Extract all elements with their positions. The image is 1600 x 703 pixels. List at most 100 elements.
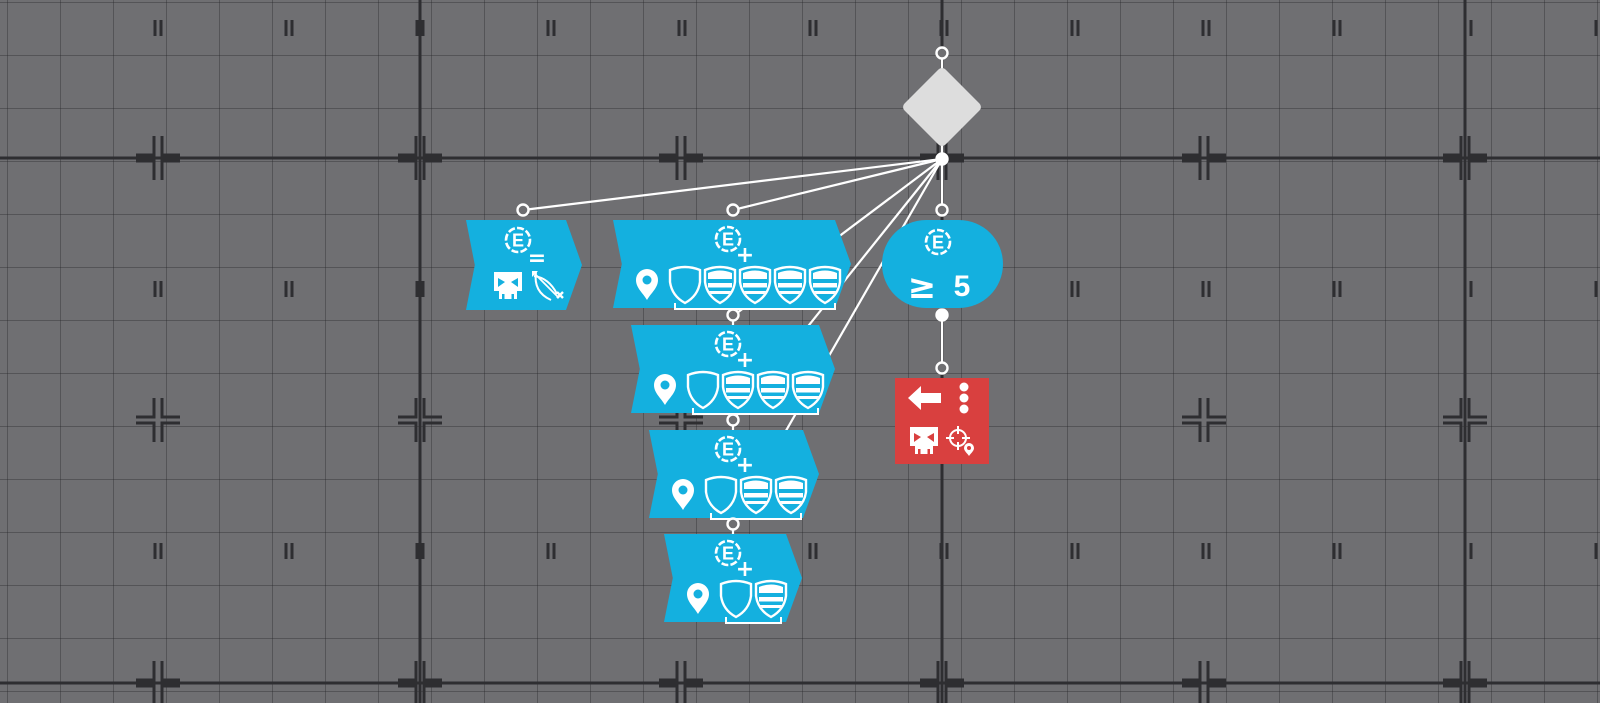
shield-striped-icon bbox=[791, 370, 825, 410]
grid-tick-marker bbox=[1201, 543, 1211, 559]
shield-striped-icon bbox=[754, 579, 788, 619]
grid-tick-marker bbox=[1201, 20, 1211, 36]
skull-icon bbox=[910, 427, 938, 454]
grid-tick-marker bbox=[546, 20, 556, 36]
crosshair-pin-icon bbox=[946, 426, 974, 456]
input-port[interactable] bbox=[935, 203, 949, 217]
enemy-badge-icon: E bbox=[714, 225, 742, 253]
grid-cross-marker bbox=[136, 398, 180, 442]
input-port[interactable] bbox=[726, 203, 740, 217]
input-port[interactable] bbox=[726, 413, 740, 427]
grid-tick-marker bbox=[1594, 20, 1598, 36]
comparator-symbol: ≥ bbox=[908, 267, 937, 307]
grid-tick-marker bbox=[153, 20, 163, 36]
red-action-node[interactable] bbox=[895, 378, 989, 464]
grid-tick-marker bbox=[1070, 20, 1080, 36]
condition-value: 5 bbox=[954, 270, 971, 303]
shield-group-bracket bbox=[692, 408, 819, 415]
decision-node[interactable] bbox=[901, 66, 983, 148]
shield-striped-icon bbox=[756, 370, 790, 410]
grid-tick-marker bbox=[284, 543, 294, 559]
grid-tick-marker bbox=[1463, 543, 1473, 559]
grid-cross-marker bbox=[398, 398, 442, 442]
grid-cross-marker bbox=[659, 136, 703, 180]
enemy-badge-letter: E bbox=[512, 231, 524, 251]
shield-striped-icon bbox=[773, 265, 807, 305]
shield-striped-icon bbox=[739, 475, 773, 515]
spawn-enemy-node[interactable]: E+ bbox=[649, 430, 819, 520]
shield-striped-icon bbox=[721, 370, 755, 410]
enemy-badge-icon: E bbox=[714, 539, 742, 567]
map-pin-icon bbox=[672, 479, 694, 510]
grid-tick-marker bbox=[1463, 281, 1473, 297]
grid-cross-marker bbox=[136, 136, 180, 180]
grid-tick-marker bbox=[153, 281, 163, 297]
grid-cross-marker bbox=[920, 661, 964, 703]
map-pin-icon bbox=[687, 583, 709, 614]
enemy-badge-icon: E bbox=[504, 226, 532, 254]
spawn-enemy-node[interactable]: E+ bbox=[631, 325, 835, 415]
map-pin-icon bbox=[636, 269, 658, 300]
operator-plus: + bbox=[736, 243, 754, 268]
operator-equals: = bbox=[528, 246, 546, 271]
grid-tick-marker bbox=[153, 543, 163, 559]
set-enemy-state-node[interactable]: E= bbox=[466, 220, 582, 310]
grid-tick-marker bbox=[1332, 543, 1342, 559]
grid-tick-marker bbox=[284, 281, 294, 297]
shield-group-bracket bbox=[710, 513, 802, 520]
diamond-icon bbox=[903, 68, 981, 146]
enemy-badge-letter: E bbox=[722, 440, 734, 460]
spawn-enemy-node[interactable]: E+ bbox=[613, 220, 851, 310]
grid-tick-marker bbox=[1594, 543, 1598, 559]
shield-striped-icon bbox=[808, 265, 842, 305]
grid-tick-marker bbox=[939, 20, 949, 36]
output-port[interactable] bbox=[935, 152, 949, 166]
input-port[interactable] bbox=[726, 308, 740, 322]
grid-tick-marker bbox=[1070, 543, 1080, 559]
shield-empty-icon bbox=[719, 579, 753, 619]
input-port[interactable] bbox=[935, 361, 949, 375]
map-pin-icon bbox=[654, 374, 676, 405]
grid-tick-marker bbox=[415, 281, 425, 297]
spawn-enemy-node[interactable]: E+ bbox=[664, 534, 802, 624]
operator-plus: + bbox=[736, 557, 754, 582]
grid-tick-marker bbox=[1332, 20, 1342, 36]
grid-cross-marker bbox=[1182, 661, 1226, 703]
grid-tick-marker bbox=[415, 20, 425, 36]
grid-cross-marker bbox=[136, 661, 180, 703]
grid-tick-marker bbox=[1594, 281, 1598, 297]
enemy-badge-icon: E bbox=[714, 330, 742, 358]
grid-tick-marker bbox=[808, 20, 818, 36]
operator-plus: + bbox=[736, 453, 754, 478]
grid-tick-marker bbox=[1070, 281, 1080, 297]
input-port[interactable] bbox=[935, 46, 949, 60]
enemy-badge-letter: E bbox=[722, 335, 734, 355]
skull-icon bbox=[494, 272, 522, 299]
shield-group-bracket bbox=[674, 303, 836, 310]
input-port[interactable] bbox=[726, 517, 740, 531]
grid-cross-marker bbox=[398, 661, 442, 703]
wire bbox=[732, 157, 943, 212]
enemy-count-condition-node[interactable]: E ≥5 bbox=[882, 220, 1003, 308]
shield-striped-icon bbox=[738, 265, 772, 305]
grid-cross-marker bbox=[1182, 398, 1226, 442]
grid-tick-marker bbox=[415, 543, 425, 559]
grid-cross-marker bbox=[398, 136, 442, 180]
grid-tick-marker bbox=[546, 543, 556, 559]
enemy-badge-letter: E bbox=[722, 544, 734, 564]
grid-tick-marker bbox=[808, 543, 818, 559]
enemy-badge-icon: E bbox=[924, 228, 952, 256]
grid-cross-marker bbox=[1443, 136, 1487, 180]
wire bbox=[522, 157, 943, 212]
shield-empty-icon bbox=[668, 265, 702, 305]
output-port[interactable] bbox=[935, 308, 949, 322]
operator-plus: + bbox=[736, 348, 754, 373]
grid-cross-marker bbox=[659, 661, 703, 703]
input-port[interactable] bbox=[516, 203, 530, 217]
grid-tick-marker bbox=[284, 20, 294, 36]
bow-disabled-icon bbox=[532, 271, 564, 301]
grid-cross-marker bbox=[1182, 136, 1226, 180]
